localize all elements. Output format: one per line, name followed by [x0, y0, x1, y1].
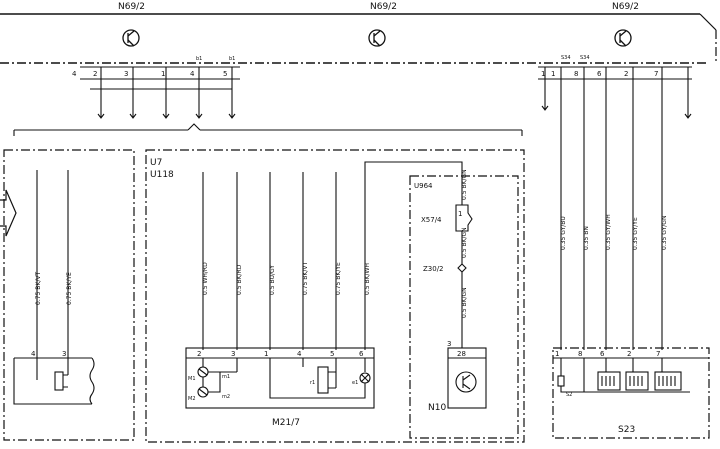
s23-switch-block	[553, 357, 709, 393]
wire-label: 0.75 BK/VT	[302, 262, 309, 295]
motor-label: m1	[222, 374, 230, 380]
label-z30: Z30/2	[423, 265, 444, 273]
transistor-icon	[122, 29, 140, 47]
pin-label: 8	[574, 70, 578, 78]
wire-label: 0.35 GY/YE	[632, 217, 639, 250]
wire-label: 0.35 GY/WH	[605, 214, 612, 250]
pin-label: 2	[624, 70, 628, 78]
arrow-right-icon	[0, 189, 17, 237]
pin-label: 4	[190, 70, 195, 78]
right-wires	[541, 67, 692, 350]
wire-label: 0.35 GY/BU	[560, 216, 567, 250]
pin-label: 4	[31, 350, 36, 358]
pin-label: 1	[264, 350, 268, 358]
label-n69-left: N69/2	[118, 2, 145, 12]
pin-label: 1	[541, 70, 545, 78]
pin-label: 3	[231, 350, 235, 358]
module-n69-frame	[0, 13, 717, 64]
left-connector	[13, 350, 95, 405]
wire-label: 0.75 BK/YE	[66, 272, 73, 305]
wire-label: 0.5 BK/WH	[364, 263, 371, 295]
wire-label: 0.5 BK/RD	[236, 264, 243, 295]
label-n10: N10	[428, 403, 446, 413]
pin-tag: b1	[196, 56, 202, 62]
wire-label: 0.5 WH/RD	[202, 262, 209, 295]
lamp-label: e1	[352, 380, 358, 386]
m21-connector	[185, 347, 375, 409]
resistor-label: r1	[310, 380, 315, 386]
pin-label: 6	[359, 350, 364, 358]
label-x57: X57/4	[421, 216, 442, 224]
pin-label: 7	[656, 350, 660, 358]
wire-stubs	[90, 67, 236, 119]
module-u964-box	[409, 175, 519, 439]
pin-label: 6	[600, 350, 605, 358]
pin-label: 1	[555, 350, 559, 358]
pin-label: 2	[93, 70, 97, 78]
pin-tag: b1	[229, 56, 235, 62]
u964-wire	[447, 176, 487, 409]
label-n69-mid: N69/2	[370, 2, 397, 12]
pin-label: 3	[62, 350, 66, 358]
wire-label: 0.35 GY/GN	[661, 216, 668, 250]
pin-label: 6	[597, 70, 602, 78]
transistor-icon	[368, 29, 386, 47]
wire-label: 0.5 BK/GN	[461, 287, 468, 318]
pin-tag: S34	[580, 55, 590, 61]
wire-label: 0.75 BK/VT	[35, 272, 42, 305]
label-s23: S23	[618, 425, 635, 435]
pin-label: 1	[551, 70, 555, 78]
pin-label: 28	[457, 350, 466, 358]
module-u7-box	[145, 149, 525, 443]
left-module-box	[3, 149, 135, 441]
left-wires	[36, 170, 69, 350]
pin-label: 3	[124, 70, 128, 78]
module-s23-box	[552, 347, 710, 439]
motor-tag: M1	[188, 376, 196, 382]
connector-strip	[80, 66, 692, 80]
wire-label: 0.75 BK/YE	[335, 262, 342, 295]
motor-label: m2	[222, 394, 230, 400]
pin-label: 8	[578, 350, 582, 358]
pin-label: 1	[161, 70, 165, 78]
pin-label: 3	[447, 340, 451, 348]
pin-label: 2	[627, 350, 631, 358]
pin-label: 7	[654, 70, 658, 78]
transistor-icon	[614, 29, 632, 47]
wire-label: 0.5 BK/GN	[461, 227, 468, 258]
wire-label: 0.5 BK/GN	[461, 169, 468, 200]
bracket	[13, 123, 523, 136]
pin-label: 4	[297, 350, 302, 358]
label-n69-right: N69/2	[612, 2, 639, 12]
pin-tag: S34	[561, 55, 571, 61]
pin-label: 5	[223, 70, 227, 78]
pin-label: 4	[72, 70, 77, 78]
wire-label: 0.35 BN	[583, 226, 590, 250]
pin-label: 2	[197, 350, 201, 358]
label-u118: U118	[150, 170, 174, 180]
label-u964: U964	[414, 182, 433, 190]
label-u7: U7	[150, 158, 162, 168]
middle-wires	[202, 161, 463, 350]
pin-label: 5	[330, 350, 334, 358]
wire-label: 0.5 BU/GY	[269, 265, 276, 295]
motor-tag: M2	[188, 396, 196, 402]
pin-label: 1	[458, 210, 462, 218]
label-m21: M21/7	[272, 418, 300, 428]
switch-tag: S2	[566, 392, 572, 398]
